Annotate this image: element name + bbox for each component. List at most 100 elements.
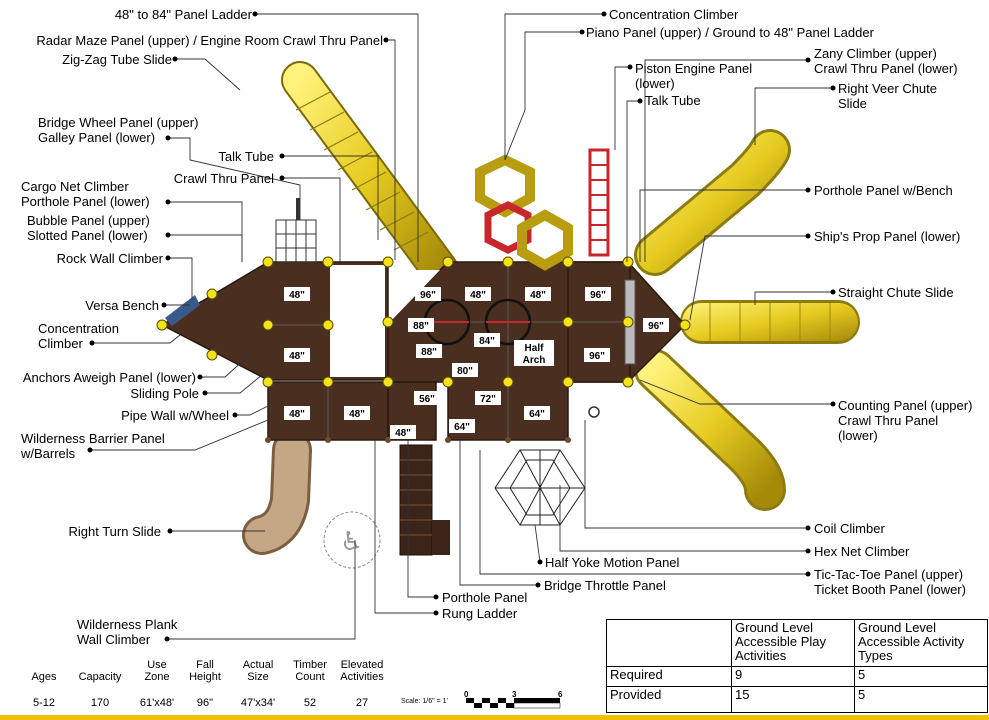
- straight-chute-slide: [680, 300, 860, 344]
- deck-height-label: 48": [395, 428, 411, 439]
- right-veer-chute-slide: [634, 129, 791, 276]
- svg-text:♿: ♿: [340, 527, 363, 557]
- lower-chute-slide: [634, 349, 786, 511]
- label-concentration-top: Concentration Climber: [609, 7, 739, 22]
- deck-height-label: 96": [420, 290, 436, 301]
- label-bridge-throttle: Bridge Throttle Panel: [544, 578, 666, 593]
- deck-tag-box: [584, 348, 610, 362]
- label-zany-climber: Zany Climber (upper)Crawl Thru Panel (lo…: [814, 46, 958, 76]
- deck-tag-box: [514, 340, 554, 366]
- deck-height-label: 48": [470, 290, 486, 301]
- deck-tag-box: [284, 348, 310, 362]
- access-required-play: 9: [731, 666, 855, 687]
- leader-lines: [90, 13, 833, 640]
- deck-tag-box: [585, 287, 611, 301]
- coil-climber-mark: [588, 406, 600, 418]
- access-provided-play: 15: [731, 686, 855, 713]
- label-pipe-wall: Pipe Wall w/Wheel: [121, 408, 229, 423]
- label-versa-bench: Versa Bench: [85, 298, 159, 313]
- deck-height-label: 48": [530, 290, 546, 301]
- deck-height-label: 56": [419, 394, 435, 405]
- deck-tag-box: [284, 287, 310, 301]
- scale-label: Scale: 1/6" = 1': [401, 698, 448, 705]
- deck-tag-box: [465, 287, 491, 301]
- wheelchair-space-icon: [323, 511, 381, 569]
- label-zigzag-slide: Zig-Zag Tube Slide: [62, 52, 172, 67]
- scale-tick-6: 6: [558, 690, 563, 699]
- label-sliding-pole: Sliding Pole: [130, 386, 199, 401]
- deck-tag-box: [390, 425, 416, 439]
- label-piston-engine: Piston Engine Panel(lower): [635, 61, 753, 91]
- label-half-yoke: Half Yoke Motion Panel: [545, 555, 680, 570]
- deck-tag-box: [344, 406, 370, 420]
- footer-bar: [0, 715, 989, 720]
- zigzag-tube-slide: [281, 61, 459, 289]
- concentration-climber: [475, 154, 573, 271]
- deck-height-label: 96": [590, 290, 606, 301]
- deck-height-label: 96": [589, 351, 605, 362]
- label-rung-ladder: Rung Ladder: [442, 606, 518, 621]
- leader-dots: [87, 11, 836, 642]
- label-bubble-panel: Bubble Panel (upper)Slotted Panel (lower…: [27, 213, 150, 243]
- label-talk-tube-right: Talk Tube: [645, 93, 701, 108]
- deck-tag-box: [415, 287, 441, 301]
- access-row-label: Provided: [606, 686, 732, 713]
- hex-net-climber: [494, 449, 586, 526]
- deck-height-label: 48": [289, 351, 305, 362]
- deck-height-tags: 48"48"48"48"48"96"48"48"96"96"88"84"88"H…: [284, 287, 669, 439]
- deck-tag-box: [474, 333, 500, 347]
- deck-height-label: 80": [457, 366, 473, 377]
- label-talk-tube-left: Talk Tube: [218, 149, 274, 164]
- label-crawl-thru: Crawl Thru Panel: [173, 171, 274, 186]
- deck-tag-box: [284, 406, 310, 420]
- deck-height-label: Arch: [523, 355, 546, 366]
- deck-height-label: 88": [421, 347, 437, 358]
- label-counting-panel: Counting Panel (upper)Crawl Thru Panel(l…: [838, 398, 973, 443]
- label-porthole-bench: Porthole Panel w/Bench: [814, 183, 953, 198]
- deck-height-label: 84": [479, 336, 495, 347]
- deck-tag-box: [416, 344, 442, 358]
- right-turn-slide: [242, 430, 312, 555]
- label-ships-prop: Ship's Prop Panel (lower): [814, 229, 961, 244]
- deck-tag-box: [408, 318, 434, 332]
- deck-height-label: 48": [349, 409, 365, 420]
- scale-bar: [466, 698, 561, 709]
- label-tic-tac-toe: Tic-Tac-Toe Panel (upper)Ticket Booth Pa…: [814, 567, 966, 597]
- scale-tick-0: 0: [464, 690, 469, 699]
- access-provided-types: 5: [854, 686, 988, 713]
- deck-height-label: 64": [454, 422, 470, 433]
- label-rock-wall: Rock Wall Climber: [56, 251, 163, 266]
- deck-tag-box: [524, 406, 550, 420]
- label-bridge-wheel: Bridge Wheel Panel (upper)Galley Panel (…: [38, 115, 199, 145]
- deck-height-label: Half: [525, 343, 545, 354]
- deck-height-label: 48": [289, 409, 305, 420]
- label-radar-maze: Radar Maze Panel (upper) / Engine Room C…: [36, 33, 383, 48]
- label-coil-climber: Coil Climber: [814, 521, 885, 536]
- label-right-turn-slide: Right Turn Slide: [68, 524, 162, 539]
- deck-tag-box: [449, 419, 475, 433]
- deck-tag-box: [525, 287, 551, 301]
- piston-engine-ladder: [588, 148, 610, 257]
- deck-posts: [156, 256, 691, 388]
- label-piano-panel: Piano Panel (upper) / Ground to 48" Pane…: [586, 25, 874, 40]
- label-straight-chute: Straight Chute Slide: [838, 285, 954, 300]
- rung-ladder-structure: [399, 444, 433, 556]
- label-panel-ladder: 48" to 84" Panel Ladder: [114, 7, 252, 22]
- label-porthole-panel: Porthole Panel: [442, 590, 528, 605]
- access-row-label: Required: [606, 666, 732, 687]
- label-hex-net: Hex Net Climber: [814, 544, 910, 559]
- deck-tag-box: [452, 363, 478, 377]
